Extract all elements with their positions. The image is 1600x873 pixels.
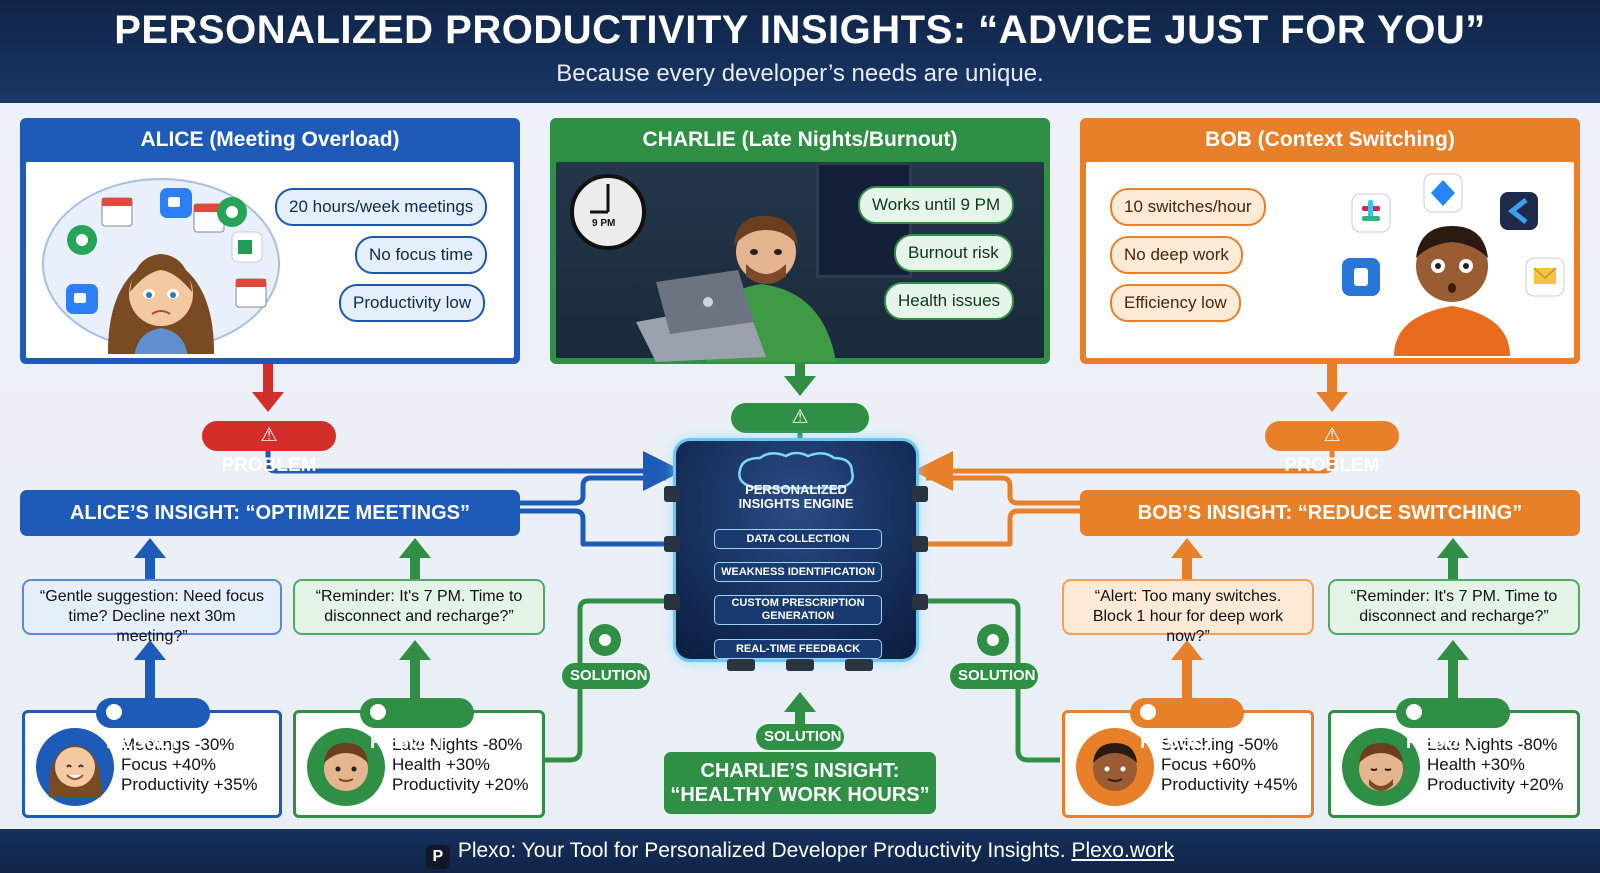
charlie-symptom-pill: Health issues <box>884 282 1015 320</box>
warning-icon: ⚠ <box>791 407 809 428</box>
chip-pin <box>912 594 928 610</box>
charlie-symptom-pill: Works until 9 PM <box>858 186 1015 224</box>
alice-avatar <box>36 728 114 806</box>
solution-badge: SOLUTION <box>950 663 1038 689</box>
slack-icon <box>1351 193 1391 233</box>
alice-card: ALICE (Meeting Overload) 20 hours/week m… <box>20 118 520 364</box>
bob-result-card: Switching -50% Focus +60% Productivity +… <box>1062 710 1314 818</box>
bob-card: BOB (Context Switching) 10 switches/hour… <box>1080 118 1580 364</box>
bob-context-switch-illustration <box>1342 173 1565 356</box>
result-badge: RESULT <box>1130 698 1244 753</box>
solution-badge: SOLUTION <box>562 663 650 689</box>
meet-icon <box>231 231 263 263</box>
gear-icon <box>977 624 1009 656</box>
chat-icon <box>217 197 247 227</box>
charlie-laptop-illustration <box>636 215 836 362</box>
chip-pin <box>727 659 755 671</box>
chip-pin <box>912 536 928 552</box>
check-circle-icon <box>1140 704 1156 720</box>
chip-pin <box>664 486 680 502</box>
gear-icon <box>589 624 621 656</box>
chat-icon <box>67 225 97 255</box>
engine-title: PERSONALIZED INSIGHTS ENGINE <box>738 482 854 511</box>
result-badge: RESULT <box>96 698 210 753</box>
down-arrow-icon <box>252 364 284 412</box>
smile-icon <box>106 704 122 720</box>
charlie-result-card-right: Late Nights -80% Health +30% Productivit… <box>1328 710 1580 818</box>
app-icon <box>1342 258 1380 296</box>
charlie-reminder-quote: “Reminder: It's 7 PM. Time to disconnect… <box>293 579 545 635</box>
video-call-icon <box>66 284 98 314</box>
mail-icon <box>1525 257 1565 297</box>
charlie-card-body: 9 PM Works until 9 PM Burnout risk Healt… <box>556 162 1044 362</box>
charlie-avatar <box>307 728 385 806</box>
alice-symptom-pill: No focus time <box>355 236 487 274</box>
bob-card-title: BOB (Context Switching) <box>1205 128 1455 151</box>
warning-icon: ⚠ <box>260 425 278 446</box>
calendar-icon <box>193 203 225 233</box>
down-arrow-icon <box>784 364 816 396</box>
chip-pin <box>664 594 680 610</box>
bob-symptom-pill: 10 switches/hour <box>1110 188 1266 226</box>
calendar-icon <box>101 197 133 227</box>
charlie-avatar <box>1342 728 1420 806</box>
calendar-icon <box>235 278 267 308</box>
charlie-result-card: Late Nights -80% Health +30% Productivit… <box>293 710 545 818</box>
clock-label: 9 PM <box>592 218 616 229</box>
problem-badge-bob: ⚠ PROBLEM <box>1265 421 1399 476</box>
bob-avatar <box>1076 728 1154 806</box>
alice-card-title: ALICE (Meeting Overload) <box>140 128 400 151</box>
clock-icon <box>570 174 646 250</box>
warning-icon: ⚠ <box>1323 425 1341 446</box>
charlie-card: CHARLIE (Late Nights/Burnout) 9 PM Works… <box>550 118 1050 364</box>
bob-alert-quote: “Alert: Too many switches. Block 1 hour … <box>1062 579 1314 645</box>
alice-card-body: 20 hours/week meetings No focus time Pro… <box>26 162 514 358</box>
bob-card-body: 10 switches/hour No deep work Efficiency… <box>1086 162 1574 358</box>
result-badge: RESULT <box>1396 698 1510 753</box>
footer-link[interactable]: Plexo.work <box>1071 839 1175 862</box>
page-title: PERSONALIZED PRODUCTIVITY INSIGHTS: “ADV… <box>114 8 1486 52</box>
chip-pin <box>845 659 873 671</box>
chip-pin <box>664 536 680 552</box>
bob-insight-banner: BOB’S INSIGHT: “REDUCE SWITCHING” <box>1080 490 1580 536</box>
bob-symptom-pill: No deep work <box>1110 236 1243 274</box>
alice-symptom-pill: Productivity low <box>339 284 486 322</box>
alice-insight-banner: ALICE’S INSIGHT: “OPTIMIZE MEETINGS” <box>20 490 520 536</box>
plexo-logo-icon: P <box>425 845 450 869</box>
bob-symptom-pill: Efficiency low <box>1110 284 1241 322</box>
problem-badge-alice: ⚠ PROBLEM <box>202 421 336 476</box>
chip-pin <box>912 486 928 502</box>
engine-step: CUSTOM PRESCRIPTION GENERATION <box>714 595 882 625</box>
header-banner <box>0 0 1600 103</box>
jira-icon <box>1423 173 1463 213</box>
charlie-insight-banner: CHARLIE’S INSIGHT: “HEALTHY WORK HOURS” <box>664 752 936 814</box>
alice-meeting-illustration <box>42 178 280 354</box>
alice-suggestion-quote: “Gentle suggestion: Need focus time? Dec… <box>22 579 282 645</box>
alice-symptom-pill: 20 hours/week meetings <box>275 188 488 226</box>
check-circle-icon <box>370 704 386 720</box>
charlie-card-title: CHARLIE (Late Nights/Burnout) <box>642 128 958 151</box>
chip-pin <box>786 659 814 671</box>
footer-bar <box>0 829 1600 873</box>
charlie-reminder-quote-right: “Reminder: It's 7 PM. Time to disconnect… <box>1328 579 1580 635</box>
engine-step: REAL-TIME FEEDBACK <box>714 639 882 659</box>
vscode-icon <box>1500 192 1538 230</box>
engine-step: DATA COLLECTION <box>714 529 882 549</box>
check-circle-icon <box>1406 704 1422 720</box>
engine-step: WEAKNESS IDENTIFICATION <box>714 562 882 582</box>
brain-icon <box>738 451 854 490</box>
result-badge: RESULT <box>360 698 474 753</box>
charlie-symptom-pill: Burnout risk <box>894 234 1013 272</box>
charlie-right-result-stats: Late Nights -80% Health +30% Productivit… <box>1427 735 1564 794</box>
down-arrow-icon <box>1316 364 1348 412</box>
page-subtitle: Because every developer’s needs are uniq… <box>556 60 1044 87</box>
solution-badge: SOLUTION <box>756 724 844 750</box>
video-call-icon <box>160 188 192 218</box>
alice-result-stats: Meetings -30% Focus +40% Productivity +3… <box>121 735 258 794</box>
charlie-result-stats: Late Nights -80% Health +30% Productivit… <box>392 735 529 794</box>
bob-result-stats: Switching -50% Focus +60% Productivity +… <box>1161 735 1298 794</box>
